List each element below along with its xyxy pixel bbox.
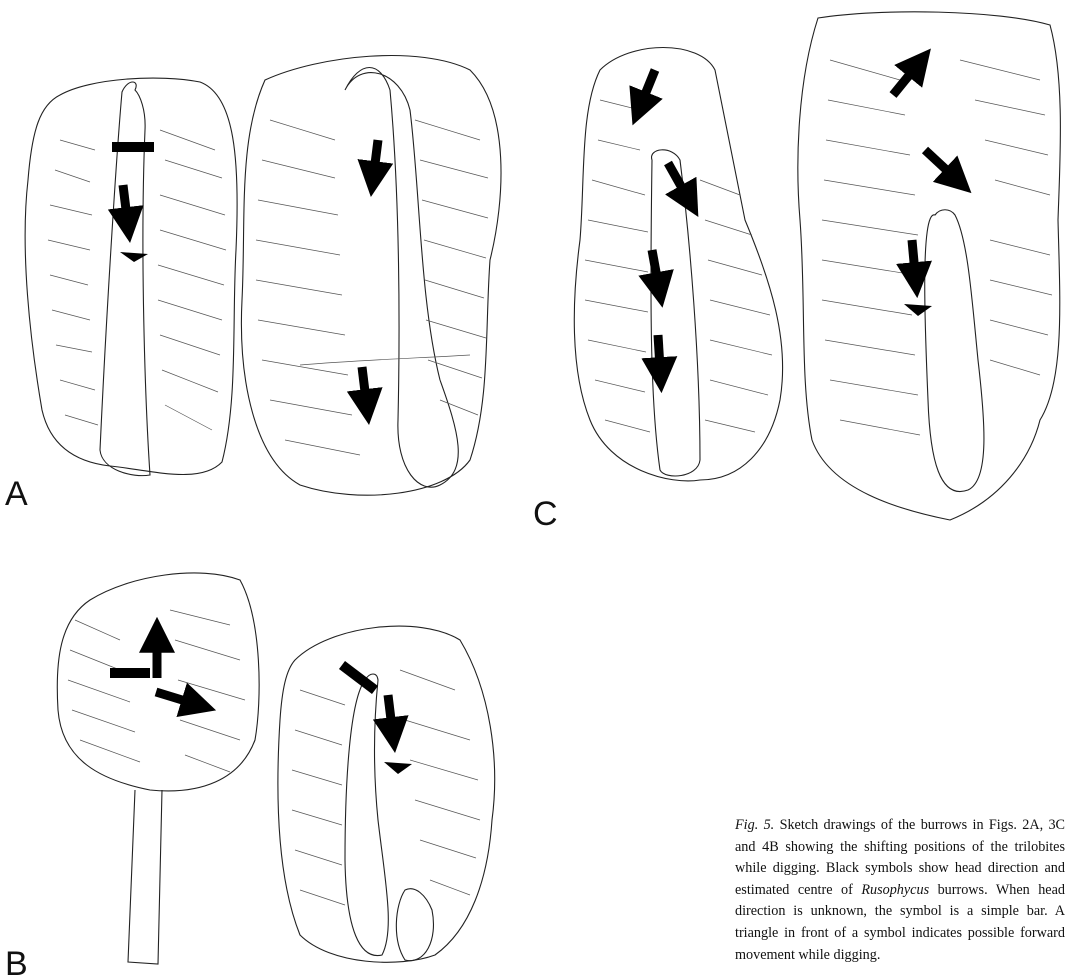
panel-c-arrow-7 [912, 240, 915, 273]
panel-label-a: A [5, 475, 28, 513]
panel-c-arrow-1 [642, 70, 655, 102]
panel-label-b: B [5, 945, 28, 978]
panel-c-specimen-right-burrow [925, 210, 984, 492]
panel-a-specimen-right-outline [241, 56, 501, 496]
panel-a-arrow-3 [362, 367, 366, 400]
figure-caption-italic-term: Rusophycus [861, 882, 929, 898]
panel-c-arrow-3 [652, 250, 658, 283]
figure-caption-label: Fig. 5. [735, 817, 774, 833]
panel-a-specimen-right-burrow [345, 68, 458, 488]
panel-b-sketches [57, 573, 494, 964]
panel-c-arrow-4 [658, 335, 660, 368]
panel-c-hatching [585, 60, 1052, 435]
panel-b-stalk [128, 790, 162, 964]
panel-a-triangle-1 [120, 252, 148, 262]
panel-b-bar-symbol-2 [342, 665, 375, 690]
panel-b-arrow-3 [388, 695, 392, 728]
panel-a-sketches [25, 56, 501, 496]
panel-label-c: C [533, 495, 558, 533]
panel-a-hatching [48, 120, 488, 455]
panel-c-arrow-5 [893, 68, 915, 95]
panel-a-specimen-left-outline [25, 78, 237, 474]
panel-b-specimen-left-outline [57, 573, 259, 791]
panel-c-specimen-right-outline [798, 12, 1061, 520]
panel-b-hatching [68, 610, 480, 905]
panel-a-arrow-2 [374, 140, 378, 172]
panel-b-arrow-2 [156, 692, 192, 703]
figure-caption: Fig. 5. Sketch drawings of the burrows i… [735, 815, 1065, 966]
panel-b-specimen-right-outline [278, 626, 495, 962]
panel-c-arrow-6 [925, 150, 953, 176]
panel-b-triangle-1 [384, 762, 412, 774]
panel-b-specimen-right-lobe [396, 889, 433, 961]
panel-a-arrow-1 [123, 185, 127, 218]
panel-c-symbols [642, 68, 953, 368]
panel-c-specimen-left-burrow [651, 150, 700, 476]
panel-b-symbols [110, 642, 412, 774]
panel-a-specimen-left-burrow [100, 82, 150, 476]
panel-b-specimen-right-burrow [345, 674, 388, 956]
panel-c-arrow-2 [668, 163, 686, 195]
